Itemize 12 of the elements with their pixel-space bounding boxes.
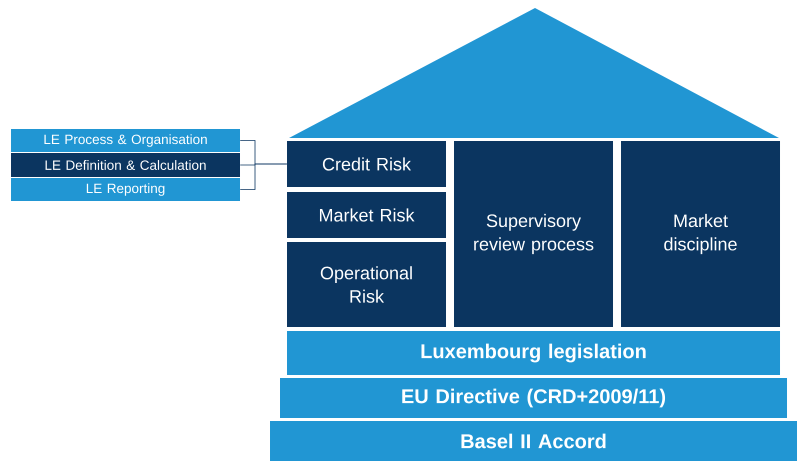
- pillar-box: Market discipline: [621, 141, 780, 327]
- tab-box: LE Reporting: [11, 178, 240, 201]
- pillar-box: Market Risk: [287, 192, 446, 238]
- foundation-step: EU Directive (CRD+2009/11): [280, 378, 787, 418]
- tab-box: LE Definition & Calculation: [11, 153, 240, 177]
- pillar-box: Operational Risk: [287, 242, 446, 327]
- foundation-step: Basel II Accord: [270, 421, 797, 461]
- tab-box: LE Process & Organisation: [11, 129, 240, 152]
- pillar-box: Credit Risk: [287, 141, 446, 187]
- pillar-box: Supervisory review process: [454, 141, 613, 327]
- foundation-step: Luxembourg legislation: [287, 331, 780, 375]
- bracket-line: [240, 164, 288, 190]
